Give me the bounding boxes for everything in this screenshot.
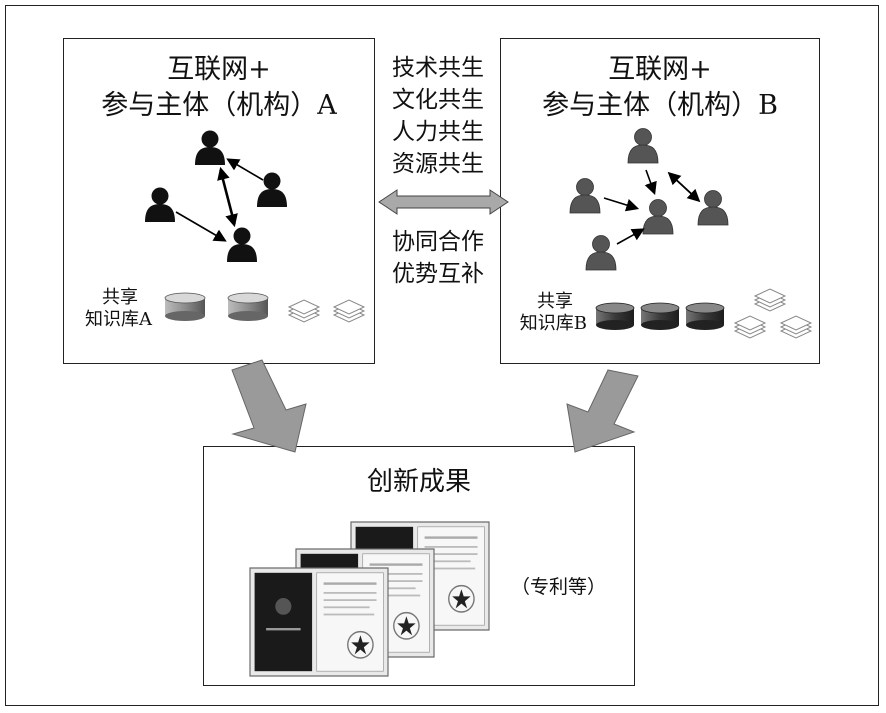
link-arrow [219,169,238,228]
database-icons-a [164,292,365,323]
link-arrow [603,197,640,212]
link-arrow [175,211,227,242]
symbiosis-human: 人力共生 [392,119,484,145]
symbiosis-resource: 资源共生 [392,151,484,177]
documents-icon [734,315,766,339]
patent-note: （专利等） [511,576,607,598]
participant-b-title-line2: 参与主体（机构）B [542,90,778,121]
participant-a-box: 互联网+ 参与主体（机构）A 共享 知识库A [63,38,375,364]
network-a [145,130,287,262]
database-icon [685,302,725,330]
symbiosis-culture: 文化共生 [392,87,484,113]
knowledge-base-b-label: 共享 知识库B [505,291,587,335]
person-icon [227,227,257,262]
documents-icon [780,315,812,339]
network-b [569,128,729,271]
person-icon [627,128,659,164]
person-icon [257,172,287,207]
link-arrow [644,169,657,196]
participant-a-title-line2: 参与主体（机构）A [101,90,337,121]
flow-arrow-a [231,359,307,453]
database-icon [164,292,206,321]
flow-arrow-b [566,369,639,453]
knowledge-base-a-label: 共享 知识库A [70,287,152,331]
documents-icon [333,299,365,323]
certificate-image [249,567,389,677]
symbiosis-list: 技术共生 文化共生 人力共生 资源共生 [378,52,498,180]
participant-a-title-line1: 互联网+ [167,54,271,85]
link-arrow [217,166,236,225]
cooperation-line: 协同合作 [392,229,484,255]
documents-icon [754,288,786,312]
database-icons-b [595,288,812,339]
complementary-line: 优势互补 [392,261,484,287]
knowledge-base-a-line1: 共享 [102,287,138,308]
link-arrow [667,171,699,201]
documents-icon [288,299,320,323]
person-icon [585,235,617,271]
symbiosis-tech: 技术共生 [392,55,484,81]
participant-b-title-line1: 互联网+ [608,54,712,85]
person-icon [642,199,674,235]
innovation-result-title: 创新成果 [366,467,471,497]
person-icon [145,187,175,222]
knowledge-base-b-line2: 知识库B [519,313,587,334]
database-icon [227,292,269,321]
double-arrow [378,189,509,215]
database-icon [595,302,635,330]
cooperation-list: 协同合作 优势互补 [378,226,498,290]
link-arrow [226,158,264,181]
outer-frame [5,5,879,706]
link-arrow [616,228,645,245]
person-icon [697,190,729,226]
patent-certificates [249,521,490,677]
knowledge-base-a-line2: 知识库A [85,309,152,330]
knowledge-base-b-line1: 共享 [537,291,573,312]
database-icon [640,302,680,330]
person-icon [195,130,225,165]
person-icon [569,178,601,214]
